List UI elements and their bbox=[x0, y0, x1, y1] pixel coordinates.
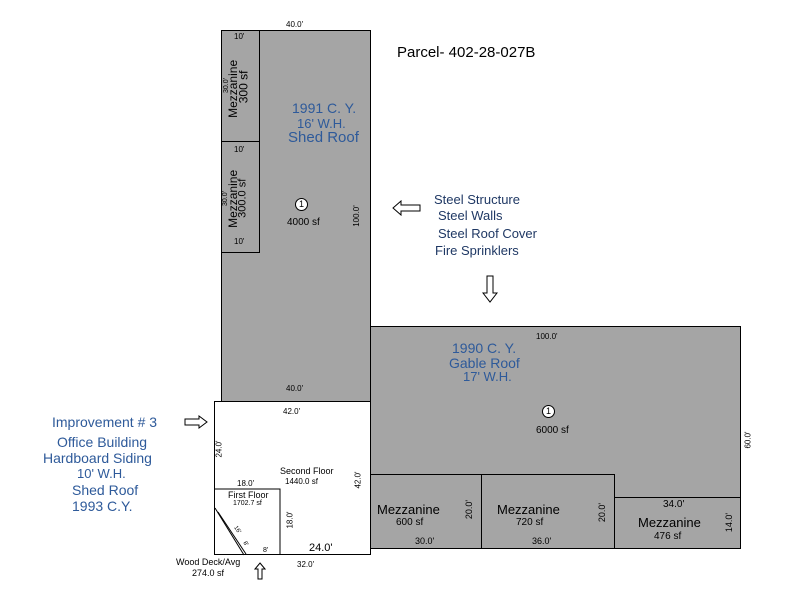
mezzanine-600-label: Mezzanine bbox=[377, 502, 440, 517]
office-left-dim: 24.0' bbox=[214, 440, 224, 458]
office-bottom-dim: 32.0' bbox=[297, 560, 315, 569]
mezzanine-476-width-dim: 34.0' bbox=[663, 499, 685, 510]
building-1-area: 4000 sf bbox=[287, 217, 320, 228]
mezzanine-600 bbox=[370, 474, 482, 549]
building-2-roof: Gable Roof bbox=[449, 355, 520, 371]
fire-sprinklers-note: Fire Sprinklers bbox=[435, 243, 519, 258]
mezzanine-476-area: 476 sf bbox=[654, 531, 682, 542]
first-floor-right-dim: 18.0' bbox=[285, 511, 295, 529]
mezzanine-720-height-dim: 20.0' bbox=[597, 502, 608, 523]
second-floor-area: 1440.0 sf bbox=[285, 477, 318, 486]
building-2-top-dim: 100.0' bbox=[536, 332, 558, 341]
steel-roof-note: Steel Roof Cover bbox=[438, 226, 537, 241]
second-floor-label: Second Floor bbox=[280, 466, 334, 476]
building-2-area: 6000 sf bbox=[536, 425, 569, 436]
mezzanine-720-area: 720 sf bbox=[516, 517, 544, 528]
steel-walls-note: Steel Walls bbox=[438, 208, 503, 223]
mezzanine-bottom-bottom-dim: 10' bbox=[234, 237, 245, 246]
building-1-wall-height: 16' W.H. bbox=[297, 116, 346, 131]
first-floor-area: 1702.7 sf bbox=[233, 500, 262, 507]
wood-deck-area: 274.0 sf bbox=[192, 568, 225, 578]
building-2-right-dim: 60.0' bbox=[743, 431, 753, 449]
mezzanine-720 bbox=[481, 474, 615, 549]
up-arrow-icon bbox=[254, 562, 266, 580]
building-1-roof: Shed Roof bbox=[288, 129, 359, 146]
improvement-3-title: Improvement # 3 bbox=[52, 414, 158, 430]
mezzanine-bottom-top-dim: 10' bbox=[234, 145, 245, 154]
down-arrow-icon bbox=[482, 275, 498, 303]
improvement-3-year: 1993 C.Y. bbox=[72, 498, 133, 514]
mezzanine-600-height-dim: 20.0' bbox=[464, 499, 475, 520]
mezzanine-476 bbox=[614, 497, 741, 549]
mezzanine-top bbox=[221, 30, 260, 142]
building-1-marker: 1 bbox=[295, 198, 308, 211]
mezzanine-720-width-dim: 36.0' bbox=[532, 536, 552, 546]
improvement-3-roof: Shed Roof bbox=[72, 482, 139, 498]
left-arrow-icon bbox=[392, 200, 421, 216]
first-floor-top-dim: 18.0' bbox=[237, 479, 255, 488]
building-1-right-dim: 100.0' bbox=[351, 205, 361, 227]
mezzanine-600-area: 600 sf bbox=[396, 517, 424, 528]
building-1-top-dim: 40.0' bbox=[286, 20, 304, 29]
office-top-dim: 42.0' bbox=[283, 407, 301, 416]
wood-deck-label: Wood Deck/Avg bbox=[176, 557, 241, 567]
mezzanine-720-label: Mezzanine bbox=[497, 502, 560, 517]
building-2-year: 1990 C. Y. bbox=[452, 340, 517, 356]
improvement-3-type: Office Building bbox=[57, 434, 148, 450]
mezzanine-bottom-area: 300.0 sf bbox=[236, 178, 249, 218]
mezzanine-600-width-dim: 30.0' bbox=[415, 536, 435, 546]
first-floor-outline bbox=[214, 488, 281, 556]
mezzanine-bottom bbox=[221, 141, 260, 253]
mezzanine-top-width-dim: 10' bbox=[234, 32, 245, 41]
building-2-marker: 1 bbox=[542, 405, 555, 418]
office-building bbox=[214, 401, 371, 555]
office-right-dim: 42.0' bbox=[353, 471, 363, 489]
mezzanine-476-label: Mezzanine bbox=[638, 515, 701, 530]
right-arrow-icon bbox=[184, 415, 208, 429]
first-floor-label: First Floor bbox=[228, 490, 269, 500]
improvement-3-siding: Hardboard Siding bbox=[43, 450, 152, 466]
parcel-number: Parcel- 402-28-027B bbox=[397, 44, 536, 61]
mezzanine-top-area: 300 sf bbox=[236, 70, 251, 104]
building-1-bottom-dim: 40.0' bbox=[286, 384, 304, 393]
improvement-3-wall-height: 10' W.H. bbox=[77, 466, 126, 481]
small-dim-8: 8' bbox=[263, 547, 269, 554]
steel-structure-note: Steel Structure bbox=[434, 192, 520, 207]
office-inner-bottom-dim: 24.0' bbox=[309, 542, 333, 554]
building-1-year: 1991 C. Y. bbox=[292, 100, 357, 116]
mezzanine-476-height-dim: 14.0' bbox=[724, 512, 735, 533]
building-2-wall-height: 17' W.H. bbox=[463, 369, 512, 384]
